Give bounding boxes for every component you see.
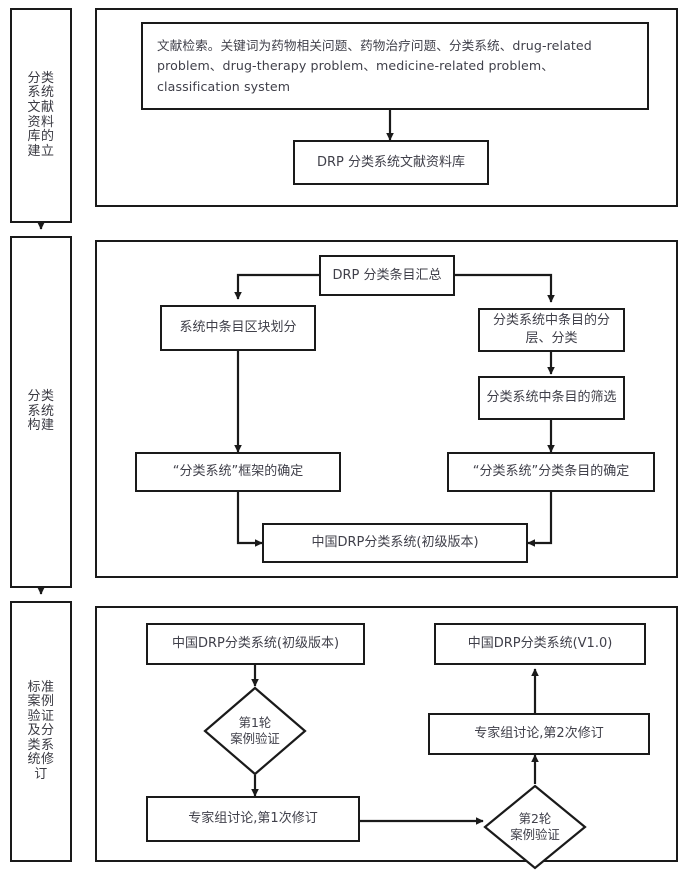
round2-case-validation-diamond: 第2轮 案例验证	[483, 784, 587, 870]
stage-bar-1: 分类系统文献资料库的建立	[10, 8, 72, 223]
stage-bar-2: 分类系统构建	[10, 236, 72, 588]
round2-diamond-shape	[483, 784, 587, 870]
classification-items-box: “分类系统”分类条目的确定	[447, 452, 655, 492]
stage-bar-3: 标准案例验证及分类系统修订	[10, 601, 72, 862]
china-drp-primary-version-box: 中国DRP分类系统(初级版本)	[262, 523, 528, 563]
stage-label-1: 分类系统文献资料库的建立	[27, 70, 55, 159]
round1-case-validation-diamond: 第1轮 案例验证	[203, 686, 307, 776]
round2-diamond-line1: 第2轮	[518, 810, 552, 826]
china-drp-v1-output-box: 中国DRP分类系统(V1.0)	[434, 623, 646, 665]
category-filtering-box: 分类系统中条目的筛选	[478, 376, 625, 420]
category-layering-box: 分类系统中条目的分层、分类	[478, 308, 625, 352]
round1-diamond-line1: 第1轮	[238, 714, 272, 730]
drp-category-summary-box: DRP 分类条目汇总	[319, 255, 455, 296]
literature-search-note: 文献检索。关键词为药物相关问题、药物治疗问题、分类系统、drug-related…	[141, 22, 649, 110]
round2-diamond-line2: 案例验证	[510, 827, 560, 842]
round1-diamond-line2: 案例验证	[230, 731, 280, 746]
expert-revision-1-box: 专家组讨论,第1次修订	[146, 796, 360, 842]
system-block-division-box: 系统中条目区块划分	[160, 305, 316, 351]
round1-diamond-shape	[203, 686, 307, 776]
china-drp-primary-input-box: 中国DRP分类系统(初级版本)	[146, 623, 365, 665]
round2-diamond-label: 第2轮 案例验证	[483, 784, 587, 870]
stage-label-2: 分类系统构建	[27, 389, 55, 434]
round1-diamond-label: 第1轮 案例验证	[203, 686, 307, 776]
drp-literature-database-box: DRP 分类系统文献资料库	[293, 140, 489, 185]
stage-label-3: 标准案例验证及分类系统修订	[27, 679, 55, 782]
expert-revision-2-box: 专家组讨论,第2次修订	[428, 713, 650, 755]
classification-framework-box: “分类系统”框架的确定	[135, 452, 341, 492]
